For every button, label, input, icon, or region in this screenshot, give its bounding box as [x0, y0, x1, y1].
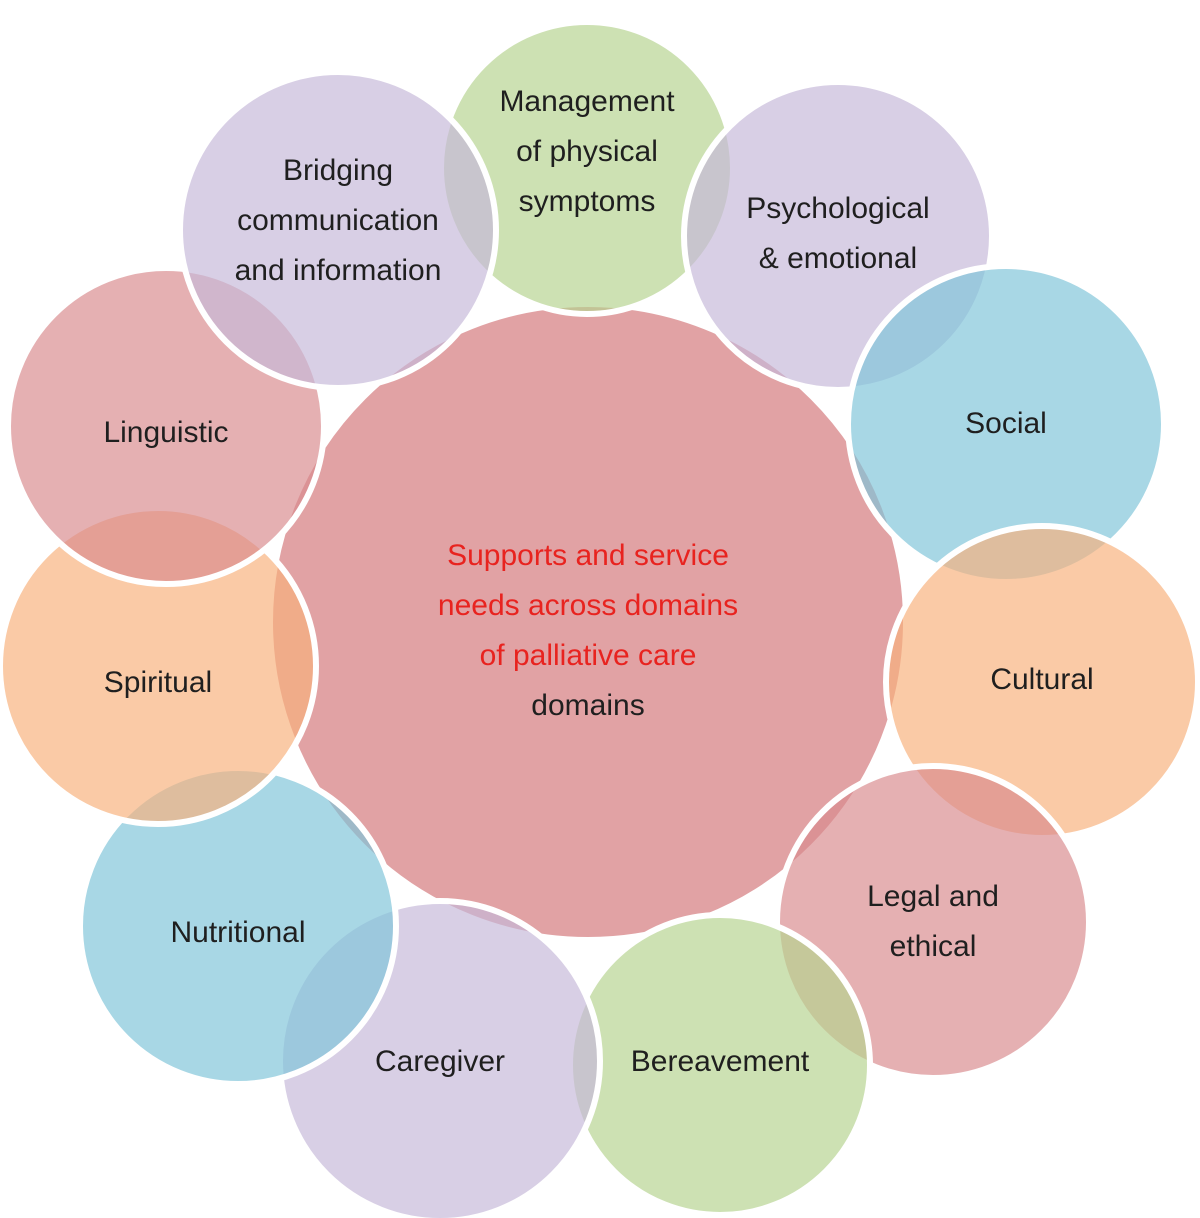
domain-label-line: of physical: [516, 135, 658, 168]
domain-label-bridging: Bridging communication and information: [235, 154, 442, 287]
domain-label-management: Management of physical symptoms: [499, 85, 675, 218]
domain-label-line: Caregiver: [375, 1045, 505, 1078]
domain-node-bridging: [177, 69, 499, 391]
center-label: Supports and service needs across domains…: [438, 539, 738, 722]
domain-label-line: and information: [235, 254, 442, 287]
domain-circle-bridging: [177, 69, 499, 391]
domain-label-caregiver: Caregiver: [375, 1045, 505, 1078]
domain-label-line: Linguistic: [103, 416, 228, 449]
domain-label-line: Legal and: [867, 880, 999, 913]
domain-label-cultural: Cultural: [990, 663, 1093, 696]
domain-label-line: Bridging: [283, 154, 393, 187]
domain-label-line: ethical: [890, 930, 977, 963]
domain-label-psychological: Psychological & emotional: [746, 192, 929, 275]
domain-label-line: Psychological: [746, 192, 929, 225]
labels-layer: Management of physical symptoms Psychologic…: [103, 85, 1093, 1078]
domain-label-nutritional: Nutritional: [170, 916, 305, 949]
domain-label-bereavement: Bereavement: [631, 1045, 810, 1078]
domain-label-spiritual: Spiritual: [104, 666, 212, 699]
domain-label-line: Social: [965, 407, 1047, 440]
domain-label-legal: Legal and ethical: [867, 880, 999, 963]
domain-label-line: Cultural: [990, 663, 1093, 696]
domain-label-line: Nutritional: [170, 916, 305, 949]
domain-label-line: symptoms: [519, 185, 656, 218]
center-label-line: Supports and service: [447, 539, 729, 572]
center-label-line: needs across domains: [438, 589, 738, 622]
domain-label-line: Bereavement: [631, 1045, 810, 1078]
domain-label-social: Social: [965, 407, 1047, 440]
domain-label-linguistic: Linguistic: [103, 416, 228, 449]
center-label-line: of palliative care: [480, 639, 697, 672]
domain-label-line: Spiritual: [104, 666, 212, 699]
domain-label-line: & emotional: [759, 242, 917, 275]
domain-label-line: communication: [237, 204, 439, 237]
domain-label-line: Management: [499, 85, 675, 118]
center-label-line: domains: [531, 689, 644, 722]
